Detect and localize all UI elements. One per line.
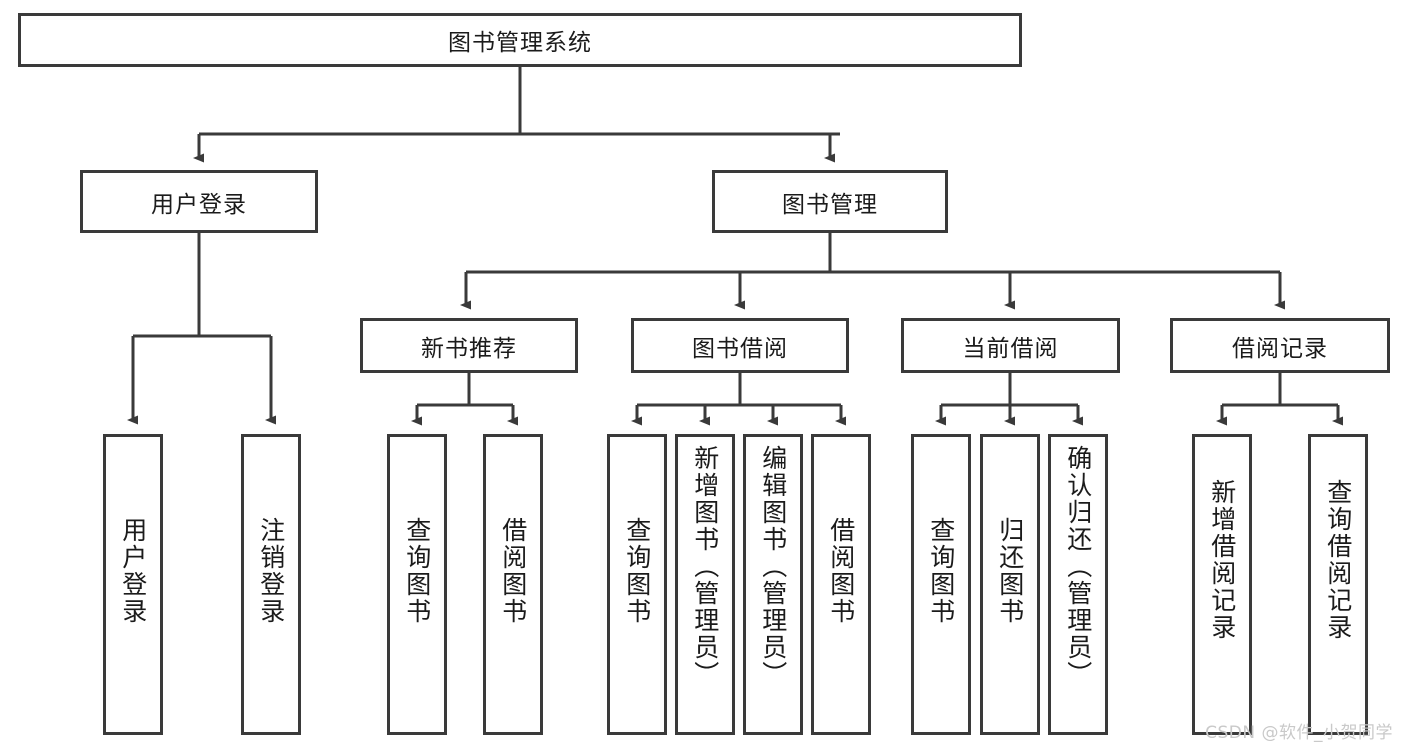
leaf-return-book[interactable]: 归还图书	[980, 434, 1040, 735]
node-label: 新增图书（管理员）	[690, 445, 720, 688]
leaf-add-book-admin[interactable]: 新增图书（管理员）	[675, 434, 735, 735]
leaf-user-login[interactable]: 用户登录	[103, 434, 163, 735]
leaf-borrow-book[interactable]: 借阅图书	[811, 434, 871, 735]
node-borrow-record[interactable]: 借阅记录	[1170, 318, 1390, 373]
node-label: 查询借阅记录	[1323, 479, 1353, 641]
node-label: 新增借阅记录	[1207, 479, 1237, 641]
csdn-watermark: CSDN @软件_小贺同学	[1205, 723, 1393, 743]
node-label: 用户登录	[151, 191, 247, 218]
node-label: 图书管理	[782, 191, 878, 218]
node-label: 当前借阅	[962, 335, 1059, 362]
leaf-confirm-return-admin[interactable]: 确认归还（管理员）	[1048, 434, 1108, 735]
node-label: 新书推荐	[421, 335, 517, 362]
node-label: 借阅图书	[826, 517, 856, 625]
node-label: 查询图书	[926, 517, 956, 625]
leaf-query-borrow-record[interactable]: 查询借阅记录	[1308, 434, 1368, 735]
leaf-borrow-book-recommend[interactable]: 借阅图书	[483, 434, 543, 735]
node-book-management[interactable]: 图书管理	[712, 170, 948, 233]
node-new-book-recommend[interactable]: 新书推荐	[360, 318, 578, 373]
node-label: 借阅记录	[1232, 335, 1328, 362]
leaf-query-book-recommend[interactable]: 查询图书	[387, 434, 447, 735]
leaf-query-book-borrow[interactable]: 查询图书	[607, 434, 667, 735]
node-label: 查询图书	[402, 517, 432, 625]
node-label: 查询图书	[622, 517, 652, 625]
node-label: 注销登录	[256, 517, 286, 625]
node-label: 图书管理系统	[448, 30, 592, 56]
leaf-logout-login[interactable]: 注销登录	[241, 434, 301, 735]
node-book-borrow[interactable]: 图书借阅	[631, 318, 849, 373]
node-label: 用户登录	[118, 517, 148, 625]
node-label: 编辑图书（管理员）	[758, 445, 788, 688]
node-user-login[interactable]: 用户登录	[80, 170, 318, 233]
leaf-add-borrow-record[interactable]: 新增借阅记录	[1192, 434, 1252, 735]
node-current-borrow[interactable]: 当前借阅	[901, 318, 1120, 373]
node-root-system[interactable]: 图书管理系统	[18, 13, 1022, 67]
node-label: 确认归还（管理员）	[1063, 445, 1093, 688]
node-label: 借阅图书	[498, 517, 528, 625]
leaf-edit-book-admin[interactable]: 编辑图书（管理员）	[743, 434, 803, 735]
leaf-query-book-current[interactable]: 查询图书	[911, 434, 971, 735]
node-label: 图书借阅	[692, 335, 788, 362]
node-label: 归还图书	[995, 517, 1025, 625]
